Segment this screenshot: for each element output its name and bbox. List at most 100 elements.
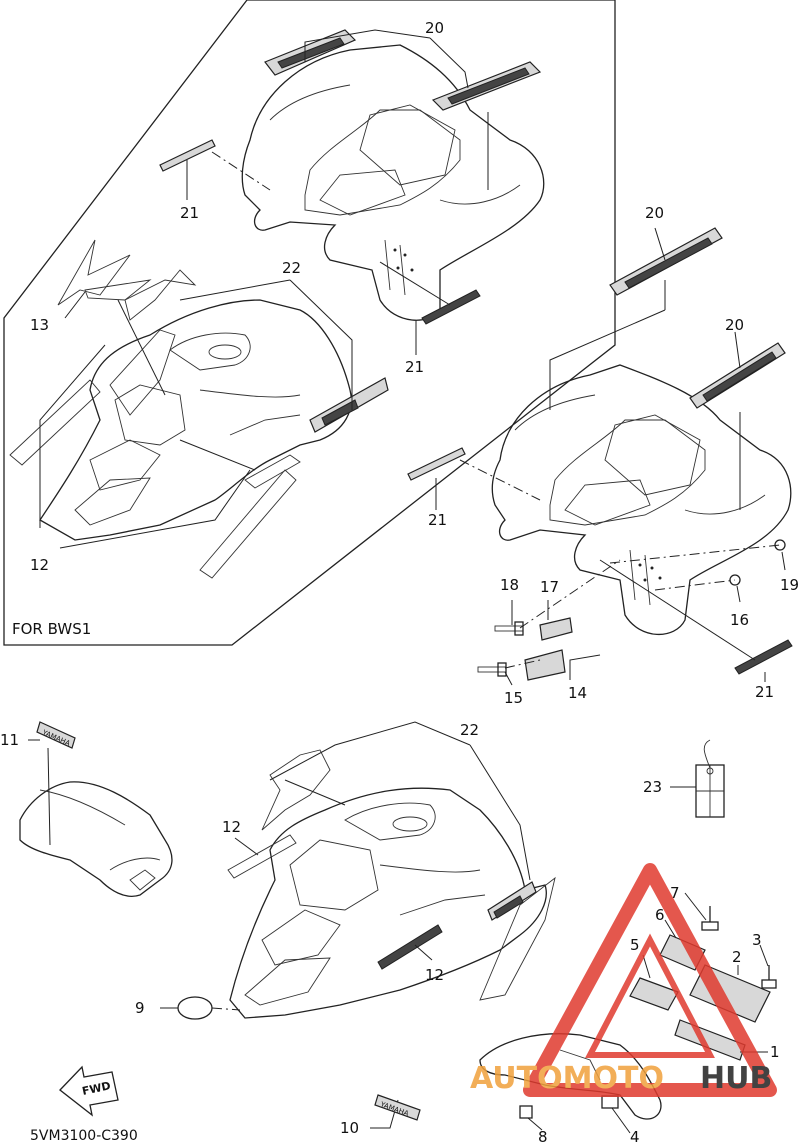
part-15-rivet bbox=[477, 662, 507, 677]
callout-12-b: 12 bbox=[425, 966, 444, 984]
inset-decal-20a-stripe bbox=[277, 37, 345, 69]
callout-14: 14 bbox=[568, 684, 587, 702]
part-1-plate bbox=[674, 1019, 746, 1061]
callout-20-inset: 20 bbox=[425, 19, 444, 37]
lead-5 bbox=[642, 954, 651, 979]
fwd-label: FWD bbox=[81, 1079, 112, 1098]
callout-13: 13 bbox=[30, 316, 49, 334]
dash-15 bbox=[504, 659, 541, 669]
lead-22-inset-a bbox=[289, 279, 353, 410]
decal-22-right bbox=[479, 876, 556, 1001]
inset-decal-13a bbox=[57, 239, 131, 306]
callout-23: 23 bbox=[643, 778, 662, 796]
part-3-bolt bbox=[761, 965, 777, 989]
callout-2: 2 bbox=[732, 948, 742, 966]
lead-14 bbox=[569, 654, 601, 680]
strip-21-right bbox=[734, 639, 793, 675]
callout-3: 3 bbox=[752, 931, 762, 949]
callout-18: 18 bbox=[500, 576, 519, 594]
callout-21-a: 21 bbox=[428, 511, 447, 529]
strip-12-left bbox=[227, 834, 297, 879]
handlebar-cover bbox=[19, 781, 173, 897]
callout-22-inset: 22 bbox=[282, 259, 301, 277]
inset-strip-bottom bbox=[199, 469, 297, 579]
callout-15: 15 bbox=[504, 689, 523, 707]
fwd-arrow: FWD bbox=[59, 1065, 119, 1117]
strip-12-right bbox=[377, 924, 443, 970]
rear-fender bbox=[491, 364, 792, 636]
part-4-nut bbox=[601, 1095, 619, 1109]
callout-7: 7 bbox=[670, 884, 680, 902]
callout-8: 8 bbox=[538, 1128, 548, 1143]
part-5-pad bbox=[629, 977, 679, 1011]
inset-decal-20b-stripe bbox=[447, 67, 530, 105]
callout-21-b: 21 bbox=[755, 683, 774, 701]
dash-21-a bbox=[459, 459, 541, 501]
inset-strip-small bbox=[244, 454, 301, 489]
lead-20-b bbox=[734, 331, 741, 369]
lead-22-inset-c bbox=[179, 439, 256, 471]
front-fender bbox=[229, 787, 547, 1019]
part-23-tag bbox=[695, 739, 725, 818]
dash-9 bbox=[211, 1007, 241, 1011]
part-17-plate bbox=[539, 617, 573, 641]
lead-15 bbox=[504, 671, 513, 686]
inset-decal-13d bbox=[109, 329, 176, 416]
lead-20-bracket bbox=[549, 309, 666, 410]
callout-21-inset-b: 21 bbox=[405, 358, 424, 376]
lead-20-inset-b bbox=[429, 37, 469, 89]
part-8-nut bbox=[519, 1105, 533, 1119]
watermark-text-2: HUB bbox=[700, 1061, 772, 1096]
strip-21-left bbox=[407, 447, 466, 481]
watermark-triangle bbox=[523, 863, 777, 1097]
part-18-rivet bbox=[494, 621, 524, 636]
lead-8 bbox=[527, 1117, 543, 1131]
lead-11-b bbox=[47, 747, 51, 846]
lead-22-b bbox=[469, 744, 531, 881]
lead-19 bbox=[781, 551, 786, 571]
lead-12-a bbox=[234, 837, 259, 856]
inset-strip-left bbox=[9, 379, 101, 466]
watermark-inner-triangle bbox=[585, 933, 715, 1058]
callout-9: 9 bbox=[135, 999, 145, 1017]
inset-rear-fender bbox=[241, 44, 545, 321]
lead-22-c bbox=[284, 779, 346, 806]
lead-21-inset-c bbox=[379, 261, 451, 306]
dash-18 bbox=[519, 559, 621, 629]
callout-17: 17 bbox=[540, 578, 559, 596]
callouts: 20 21 22 21 13 12 20 20 21 19 18 17 16 2… bbox=[0, 19, 799, 1143]
callout-16: 16 bbox=[730, 611, 749, 629]
callout-5: 5 bbox=[630, 936, 640, 954]
part-19-grommet bbox=[774, 539, 786, 551]
inset-decal-13b bbox=[84, 279, 152, 301]
lead-22-inset-b bbox=[179, 279, 291, 301]
diagram-code: 5VM3100-C390 bbox=[30, 1128, 138, 1143]
dash-16 bbox=[654, 579, 736, 591]
callout-12-a: 12 bbox=[222, 818, 241, 836]
callout-20-b: 20 bbox=[725, 316, 744, 334]
lead-21-c bbox=[599, 559, 756, 661]
inset-frame bbox=[3, 0, 616, 646]
callout-6: 6 bbox=[655, 906, 665, 924]
callout-20-a: 20 bbox=[645, 204, 664, 222]
lead-13-inset-a bbox=[64, 291, 86, 319]
callout-12-inset: 12 bbox=[30, 556, 49, 574]
inset-label: FOR BWS1 bbox=[12, 620, 91, 638]
part-14-plate bbox=[524, 649, 566, 681]
callout-11: 11 bbox=[0, 731, 19, 749]
lead-20-a bbox=[654, 227, 666, 261]
lead-12-b bbox=[414, 944, 433, 961]
lead-7 bbox=[684, 892, 707, 921]
emblem-yamaha-10: YAMAHA bbox=[374, 1094, 421, 1121]
part-16-grommet bbox=[729, 574, 741, 586]
decal-20-lower-stripe bbox=[702, 351, 777, 402]
decal-yamaha-mark bbox=[493, 895, 524, 919]
lead-22-a bbox=[269, 721, 471, 781]
lead-20-inset-a bbox=[304, 29, 431, 62]
lead-12-inset-b bbox=[59, 469, 251, 549]
watermark-text-1: AUTOMOTO bbox=[470, 1061, 664, 1096]
lead-3 bbox=[759, 944, 769, 967]
decal-22-left bbox=[261, 749, 331, 831]
